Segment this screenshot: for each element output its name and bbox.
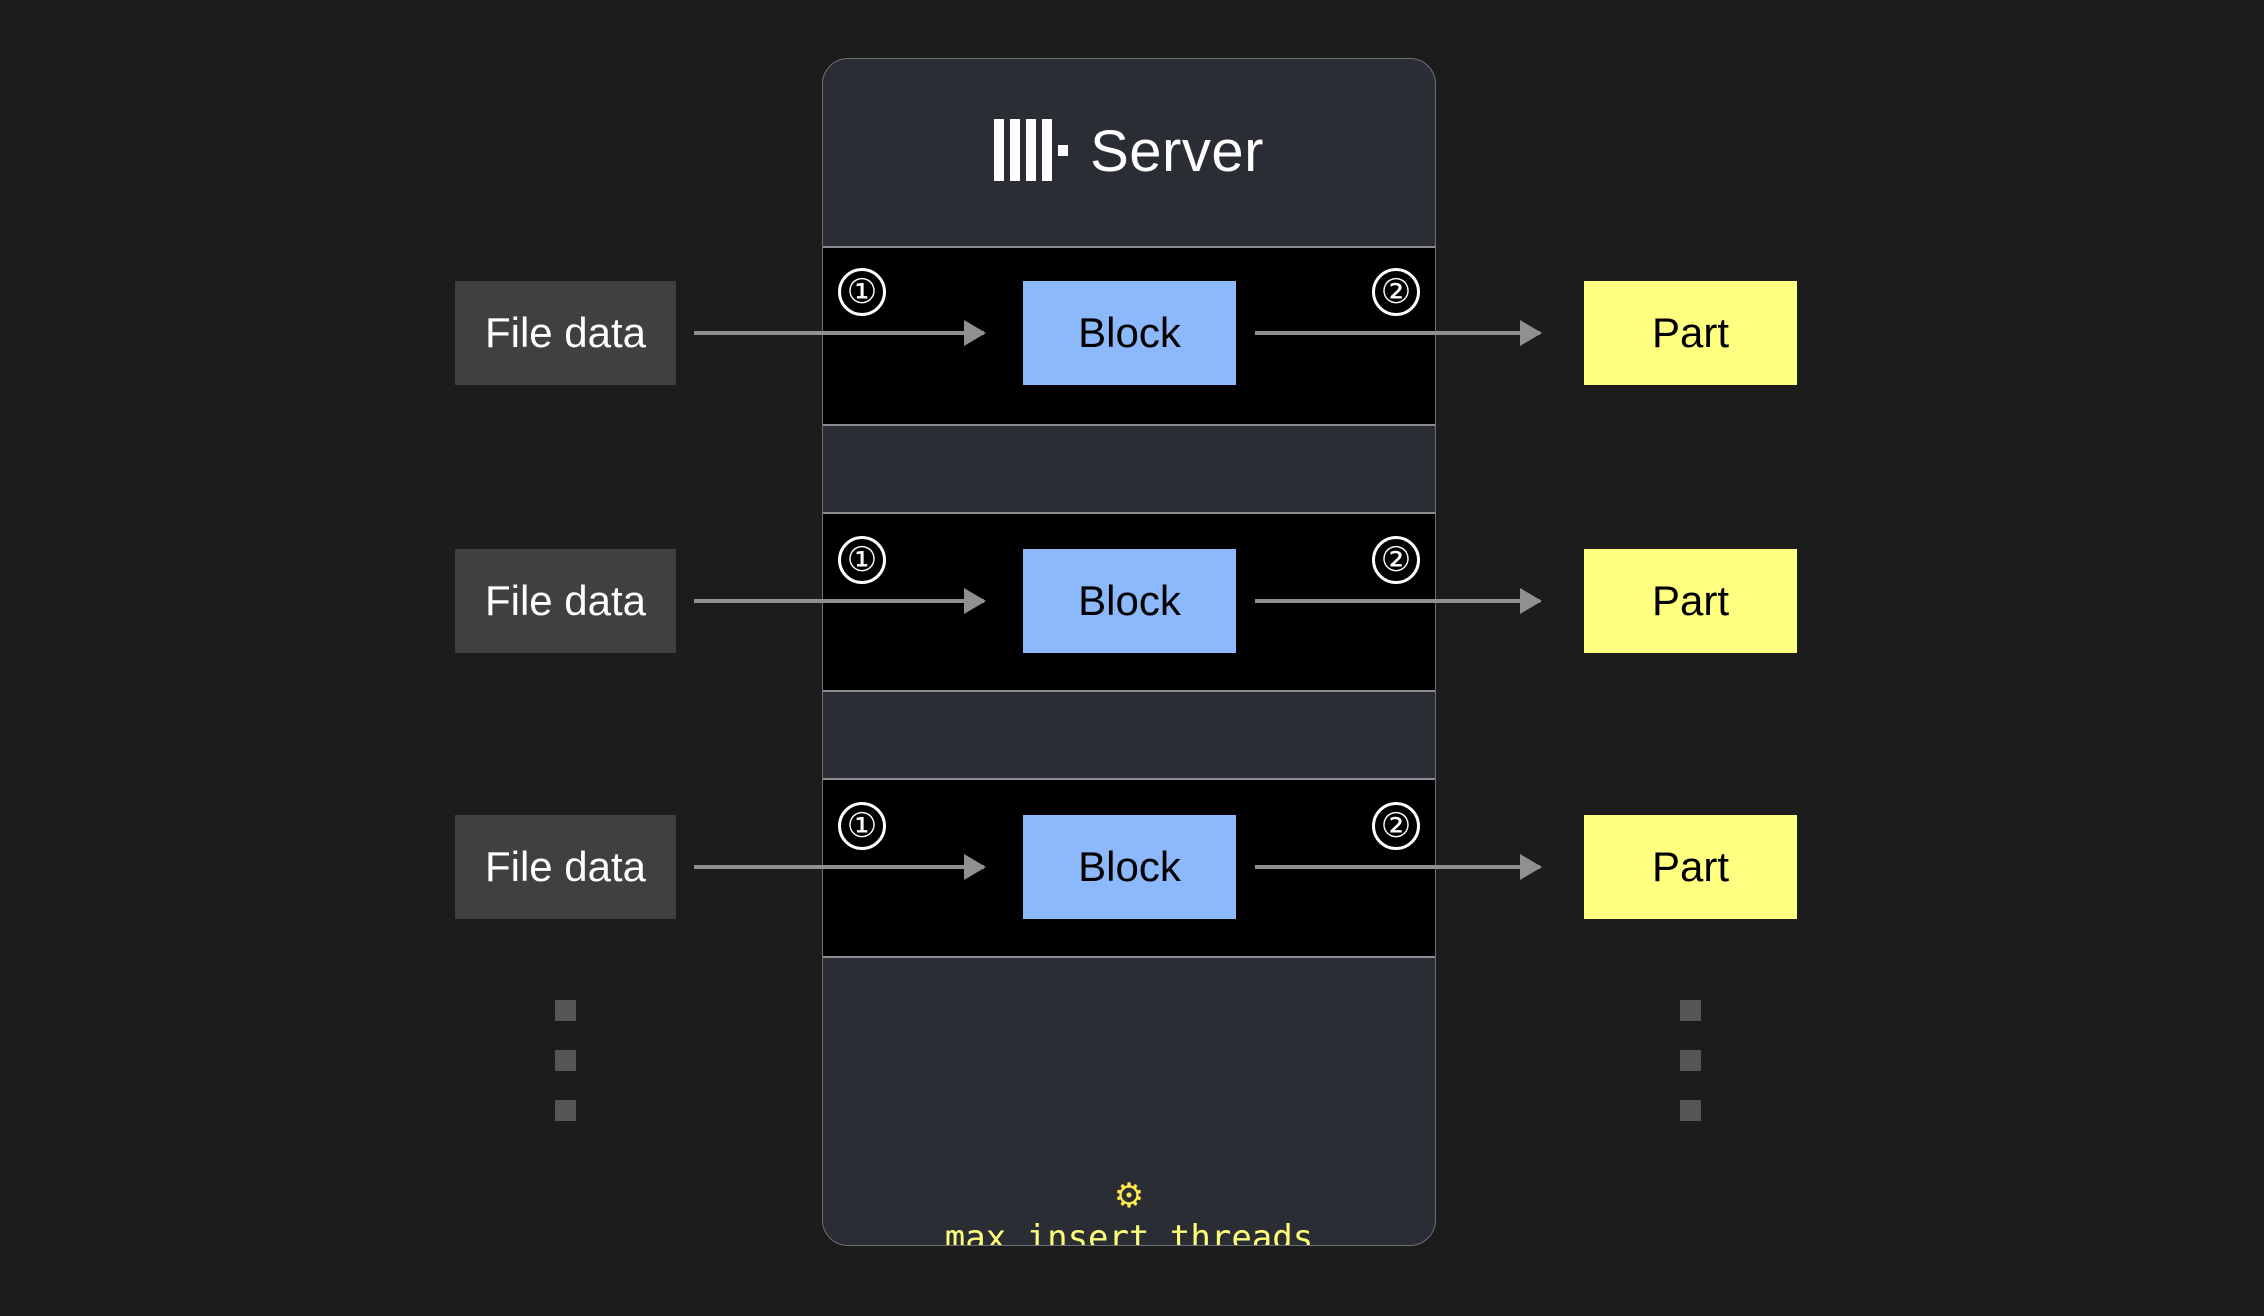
- step-number-1: ①: [838, 802, 886, 850]
- ellipsis-dot: [1680, 1000, 1701, 1021]
- part-box: Part: [1584, 281, 1797, 385]
- step-number-2: ②: [1372, 536, 1420, 584]
- arrow-file-to-block: [694, 331, 984, 335]
- ellipsis-dot: [555, 1050, 576, 1071]
- block-label: Block: [1078, 843, 1181, 890]
- part-label: Part: [1651, 843, 1730, 890]
- step-number-1: ①: [838, 268, 886, 316]
- setting-block: ⚙ max_insert_threads: [823, 1177, 1435, 1246]
- file-data-label: File data: [484, 309, 647, 356]
- setting-name: max_insert_threads: [944, 1218, 1314, 1246]
- insert-thread-band: [823, 246, 1435, 426]
- block-box: Block: [1023, 815, 1236, 919]
- step-number-1: ①: [838, 536, 886, 584]
- step-number-2: ②: [1372, 268, 1420, 316]
- file-data-label: File data: [484, 843, 647, 890]
- arrow-block-to-part: [1255, 599, 1540, 603]
- part-label: Part: [1651, 309, 1730, 356]
- server-header: Server: [823, 59, 1435, 245]
- clickhouse-logo-icon: [994, 118, 1069, 186]
- arrow-block-to-part: [1255, 331, 1540, 335]
- server-title: Server: [1090, 119, 1264, 184]
- server-card: Server 🧵 Insert thread 🧵 Insert thread 🧵…: [822, 58, 1436, 1246]
- ellipsis-dot: [555, 1000, 576, 1021]
- block-label: Block: [1078, 577, 1181, 624]
- part-box: Part: [1584, 549, 1797, 653]
- ellipsis-dot: [1680, 1100, 1701, 1121]
- arrow-file-to-block: [694, 865, 984, 869]
- gear-icon: ⚙: [1113, 1177, 1145, 1215]
- file-data-box: File data: [455, 549, 676, 653]
- file-data-box: File data: [455, 815, 676, 919]
- part-label: Part: [1651, 577, 1730, 624]
- file-data-label: File data: [484, 577, 647, 624]
- block-box: Block: [1023, 549, 1236, 653]
- ellipsis-dot: [555, 1100, 576, 1121]
- step-number-2: ②: [1372, 802, 1420, 850]
- arrow-block-to-part: [1255, 865, 1540, 869]
- part-box: Part: [1584, 815, 1797, 919]
- block-box: Block: [1023, 281, 1236, 385]
- ellipsis-dots-right: [1680, 1000, 1701, 1121]
- file-data-box: File data: [455, 281, 676, 385]
- arrow-file-to-block: [694, 599, 984, 603]
- block-label: Block: [1078, 309, 1181, 356]
- ellipsis-dots-left: [555, 1000, 576, 1121]
- ellipsis-dot: [1680, 1050, 1701, 1071]
